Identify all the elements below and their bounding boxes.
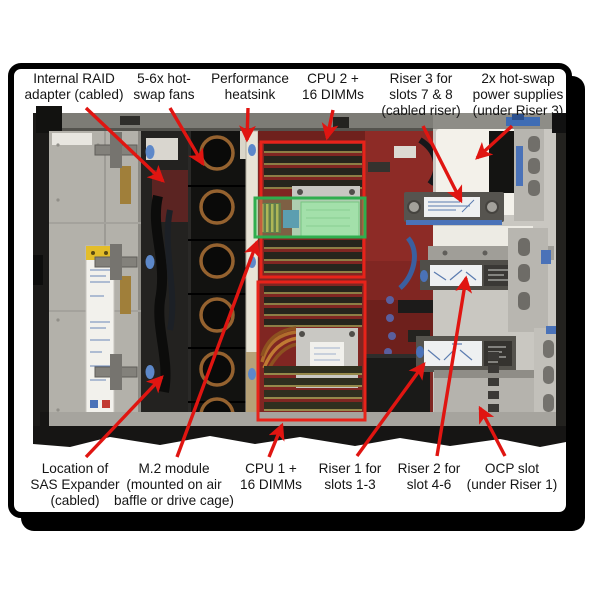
- figure-frame: [8, 63, 572, 518]
